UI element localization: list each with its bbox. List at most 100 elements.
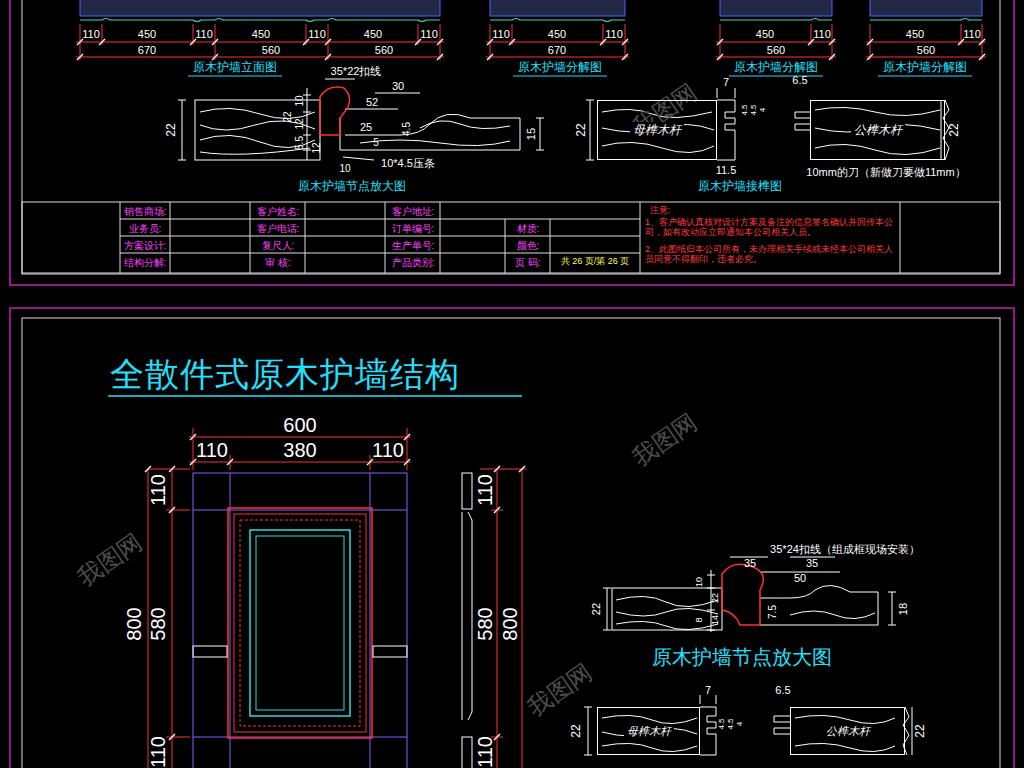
dimension-text: 110 [147,736,169,768]
dimension-text: 4 [736,722,745,726]
dimension-text: 450 [548,28,566,40]
note-text: 1、客户确认真核对设计方案及备注的信息签名确认并回传本公司，如有改动应立即通知本… [645,218,895,238]
dimension-text: 110 [196,439,228,461]
table-cell: 复尺人: [262,240,295,251]
dimension-text: 580 [474,607,496,640]
drawing-title: 全散件式原木护墙结构 [110,352,460,398]
dimension-text: 110 [813,28,831,40]
dimension-text: 4.5 [741,104,750,115]
dimension-text: 12 [311,142,322,153]
dimension-text: 8 [695,617,705,622]
dimension-text: 4.5 [718,718,727,729]
dimension-text: 4 [759,108,768,112]
table-cell: 订单编号: [392,223,435,234]
watermark: 我图网 [628,409,702,472]
dimension-text: 14 [711,615,721,625]
table-cell: 审 核: [265,257,291,268]
dimension-text: 110 [372,439,404,461]
dimension-text: 110 [420,28,438,40]
dimension-text: 11.5 [716,164,737,176]
dimension-text: 4.5 [727,718,736,729]
dimension-text: 18 [897,603,909,615]
dimension-text: 450 [252,28,270,40]
table-cell: 结构分解: [124,257,167,268]
table-cell: 客户地址: [392,206,435,217]
dimension-text: 4.5 [401,122,412,136]
dimension-text: 670 [138,44,156,56]
dimension-text: 10 [695,577,705,587]
drawing-caption: 原木护墙分解图 [883,61,967,74]
dimension-text: 22 [711,593,721,603]
dimension-text: 560 [767,44,785,56]
table-cell: 颜色: [517,240,540,251]
table-cell: 材质: [517,223,540,234]
wood-tenon-piece: 母榫木杆 [597,707,700,755]
piece-name: 公榫木杆 [851,122,905,139]
piece-name: 母榫木杆 [624,724,674,739]
dimension-text: 7.5 [767,605,778,619]
table-cell: 页 码: [515,257,541,268]
table-cell: 产品类别: [392,257,435,268]
dimension-text: 560 [917,44,935,56]
dimension-text: 5 [373,137,379,148]
dimension-text: 22 [948,123,961,136]
dimension-text: 110 [308,28,326,40]
table-cell: 共 26 页/第 26 页 [561,257,630,267]
dimension-text: 110 [605,28,623,40]
dimension-text: 6.5 [792,74,807,86]
dimension-text: 450 [364,28,382,40]
dimension-text: 580 [147,607,169,640]
dimension-text: 30 [392,80,404,92]
watermark: 我图网 [523,659,597,722]
dimension-text: 10 [339,163,350,174]
drawing-caption: 原木护墙节点放大图 [298,180,406,193]
drawing-caption: 原木护墙节点放大图 [652,646,832,668]
dimension-text: 10*4.5压条 [381,157,435,169]
dimension-text: 450 [138,28,156,40]
dimension-text: 110 [195,28,213,40]
dimension-text: 110 [82,28,100,40]
drawing-caption: 原木护墙立面图 [193,61,277,74]
drawing-caption: 原木护墙接榫图 [698,180,782,193]
drawing-caption: 原木护墙分解图 [734,61,818,74]
dimension-text: 35*24扣线（组成框现场安装） [770,543,920,555]
table-cell: 业务员: [129,223,162,234]
dimension-text: 35 [744,557,756,569]
dimension-text: 7 [705,684,711,696]
note-text: 2、此图纸归本公司所有，未办理相关手续或未经本公司相关人员同意不得翻印，违者必究… [645,245,895,265]
note-text: 注意: [650,206,671,216]
dimension-text: 380 [283,439,316,461]
dimension-text: 50 [794,572,806,584]
table-cell: 销售商场: [124,206,167,217]
dimension-text: 10mm的刀（新做刀要做11mm） [806,166,965,178]
dimension-text: 22 [914,724,927,737]
dimension-text: 600 [283,414,316,436]
dimension-text: 35 [806,557,818,569]
dimension-text: 4.5 [750,104,759,115]
wood-tenon-piece: 公榫木杆 [790,707,905,755]
dimension-text: 22 [570,724,583,737]
table-cell: 方案设计: [124,240,167,251]
table-cell: 客户电话: [257,223,300,234]
wood-tenon-piece: 母榫木杆 [597,100,717,160]
dimension-text: 110 [474,474,496,506]
dimension-text: 15 [525,128,537,140]
piece-name: 公榫木杆 [823,724,873,739]
table-cell: 生产单号: [392,240,435,251]
table-cell: 客户姓名: [257,206,300,217]
watermark: 我图网 [73,529,147,592]
wood-tenon-piece: 公榫木杆 [810,100,945,160]
dimension-text: 800 [499,607,521,640]
dimension-text: 670 [548,44,566,56]
dimension-text: 800 [123,607,145,640]
dimension-text: 22 [575,123,588,136]
dimension-text: 110 [474,736,496,768]
dimension-text: 12 [294,118,305,129]
piece-name: 母榫木杆 [630,122,684,139]
dimension-text: 450 [906,28,924,40]
dimension-text: 22 [282,111,293,122]
dimension-text: 22 [165,123,178,136]
drawing-caption: 原木护墙分解图 [518,61,602,74]
dimension-text: 7 [723,76,729,88]
dimension-text: 25 [360,121,372,133]
